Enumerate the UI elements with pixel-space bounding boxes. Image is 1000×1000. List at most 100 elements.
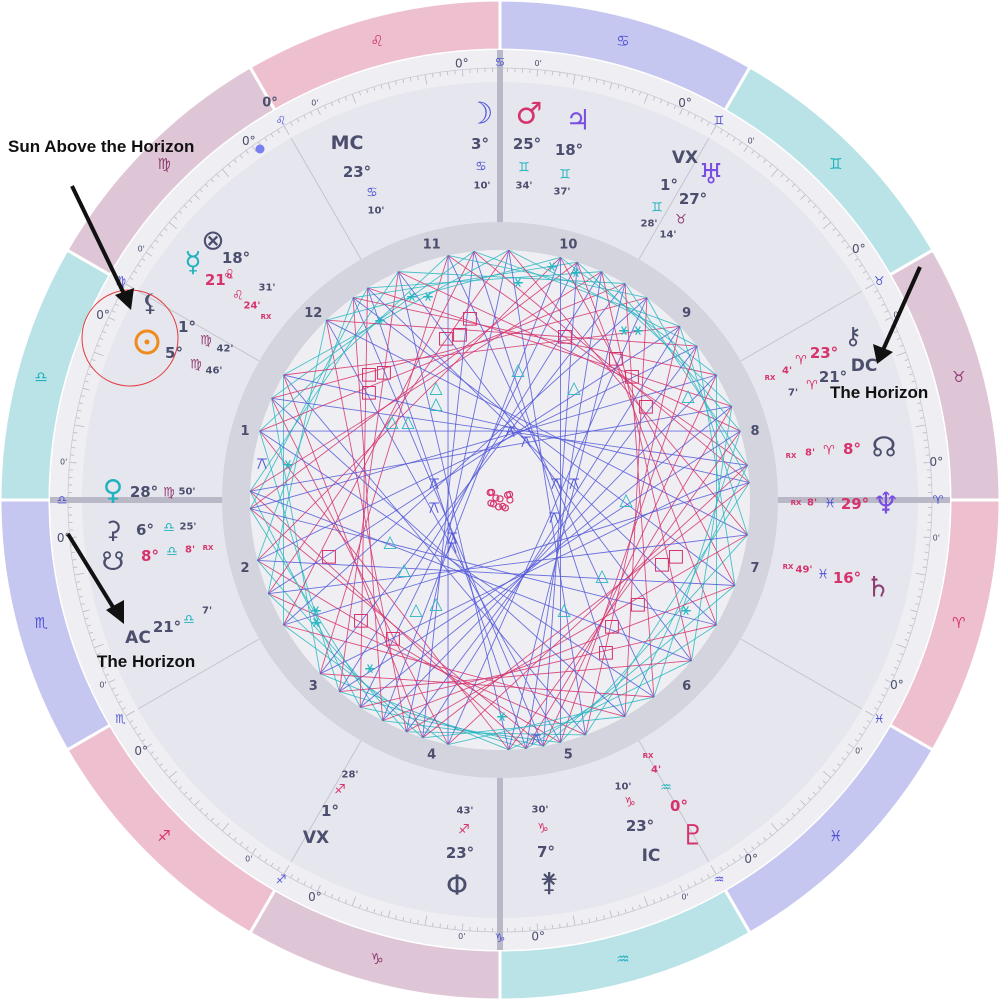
degree-tick bbox=[154, 239, 159, 243]
aspect-line bbox=[691, 406, 733, 661]
degree-tick bbox=[906, 366, 911, 369]
vesta-sign: ♐ bbox=[458, 823, 470, 838]
cusp-cancer-top-deg: 0° bbox=[262, 96, 278, 111]
degree-tick bbox=[80, 603, 85, 605]
degree-tick bbox=[915, 424, 926, 428]
sat-glyph-icon: ♄ bbox=[865, 571, 890, 604]
degree-tick bbox=[920, 417, 925, 419]
dc-deg: 21° bbox=[819, 368, 847, 386]
degree-tick bbox=[239, 154, 243, 159]
degree-tick bbox=[624, 909, 627, 914]
degree-tick bbox=[125, 710, 135, 717]
aspect-line bbox=[405, 250, 510, 732]
degree-tick bbox=[337, 896, 341, 901]
degree-tick bbox=[739, 854, 742, 859]
degree-tick bbox=[904, 638, 909, 642]
asteroid-dot bbox=[255, 144, 265, 154]
degree-tick bbox=[129, 720, 134, 723]
degree-tick bbox=[915, 603, 920, 605]
cusp-degree: 0° bbox=[678, 96, 692, 110]
aspect-markers: □□□□□□□□□□□□□□□□□□△△△△△△△△△△△△△△⚹⚹⚹⚹⚹⚹⚹⚹… bbox=[256, 256, 695, 750]
degree-tick bbox=[258, 854, 261, 859]
cusp-sign-icon: ♋ bbox=[495, 55, 506, 69]
house-cusp-line bbox=[137, 638, 260, 710]
aspect-line bbox=[283, 249, 509, 376]
house-cusp-lines bbox=[50, 50, 950, 950]
ac-min: 7' bbox=[202, 606, 212, 617]
degree-tick bbox=[572, 915, 576, 926]
juno-min: 30' bbox=[532, 805, 549, 816]
pluto-min: 4' bbox=[651, 765, 661, 776]
degree-tick bbox=[757, 841, 761, 846]
aspect-quincunx-icon: ⚻ bbox=[504, 422, 515, 442]
vx-label: VX bbox=[672, 148, 698, 168]
arrow-horizon-right bbox=[873, 266, 922, 364]
merc-glyph-icon: ☿ bbox=[184, 246, 201, 279]
nnode-sign: ♈ bbox=[823, 444, 835, 459]
merc-rx: RX bbox=[261, 313, 272, 321]
degree-tick bbox=[559, 923, 561, 928]
degree-tick bbox=[812, 205, 817, 209]
cusp-minutes: 0' bbox=[138, 244, 145, 253]
degree-tick bbox=[86, 624, 91, 627]
moon-sign: ♋ bbox=[475, 160, 487, 175]
degree-tick bbox=[93, 351, 104, 357]
merc-sign: ♌ bbox=[232, 289, 244, 304]
degree-tick bbox=[424, 74, 428, 85]
degree-tick bbox=[732, 858, 736, 863]
degree-tick bbox=[906, 631, 911, 634]
degree-tick bbox=[303, 114, 307, 119]
ic-sign: ♑ bbox=[624, 796, 636, 811]
aspect-line bbox=[624, 465, 748, 717]
degree-tick bbox=[896, 351, 907, 357]
cusp-minutes: 0' bbox=[535, 59, 542, 68]
degree-tick bbox=[536, 923, 539, 931]
juno-glyph-icon: ⚵ bbox=[539, 868, 558, 898]
degree-tick bbox=[439, 72, 441, 77]
aspect-square-icon: □ bbox=[451, 324, 468, 345]
degree-tick bbox=[916, 595, 922, 598]
aspect-line bbox=[319, 464, 748, 675]
degree-tick bbox=[631, 89, 634, 94]
aspect-line bbox=[576, 261, 733, 407]
nep-glyph-icon: ♆ bbox=[873, 487, 900, 522]
degree-tick bbox=[822, 780, 827, 784]
degree-tick bbox=[757, 154, 761, 159]
aspect-quincunx-icon: ⚻ bbox=[530, 730, 541, 750]
degree-tick bbox=[99, 337, 104, 341]
aspect-line bbox=[624, 283, 655, 698]
degree-tick bbox=[918, 588, 923, 591]
degree-tick bbox=[847, 251, 855, 257]
degree-tick bbox=[832, 769, 836, 773]
degree-tick bbox=[114, 693, 119, 697]
snode-rx: RX bbox=[203, 544, 214, 552]
degree-tick bbox=[337, 99, 341, 104]
degree-tick bbox=[380, 84, 383, 89]
aspect-conjunction-icon bbox=[492, 494, 500, 502]
aspect-square-icon: □ bbox=[384, 628, 401, 649]
degree-tick bbox=[239, 841, 243, 846]
degree-tick bbox=[581, 75, 583, 80]
cusp-sign-icon: ♈ bbox=[933, 493, 944, 507]
degree-tick bbox=[222, 823, 230, 832]
aspect-sextile-icon: ⚹ bbox=[283, 454, 293, 474]
degree-tick bbox=[168, 222, 177, 230]
lil-deg: 1° bbox=[178, 318, 196, 336]
degree-tick bbox=[896, 659, 901, 663]
degree-tick bbox=[854, 258, 859, 261]
house-cusp-line bbox=[137, 290, 260, 362]
degree-tick bbox=[780, 822, 784, 827]
ura-glyph-icon: ♅ bbox=[698, 158, 723, 191]
sun-planet bbox=[134, 329, 160, 355]
degree-tick bbox=[210, 817, 214, 822]
degree-tick bbox=[659, 99, 663, 104]
degree-tick bbox=[424, 915, 428, 926]
degree-tick bbox=[323, 890, 327, 895]
aspect-line bbox=[398, 271, 741, 432]
degree-tick bbox=[173, 216, 178, 220]
pluto-rx: RX bbox=[643, 752, 654, 760]
house-cusp-line bbox=[290, 740, 362, 863]
aspect-conjunction-icon bbox=[503, 491, 512, 499]
cusp-sign-icon: ♏ bbox=[115, 712, 126, 726]
